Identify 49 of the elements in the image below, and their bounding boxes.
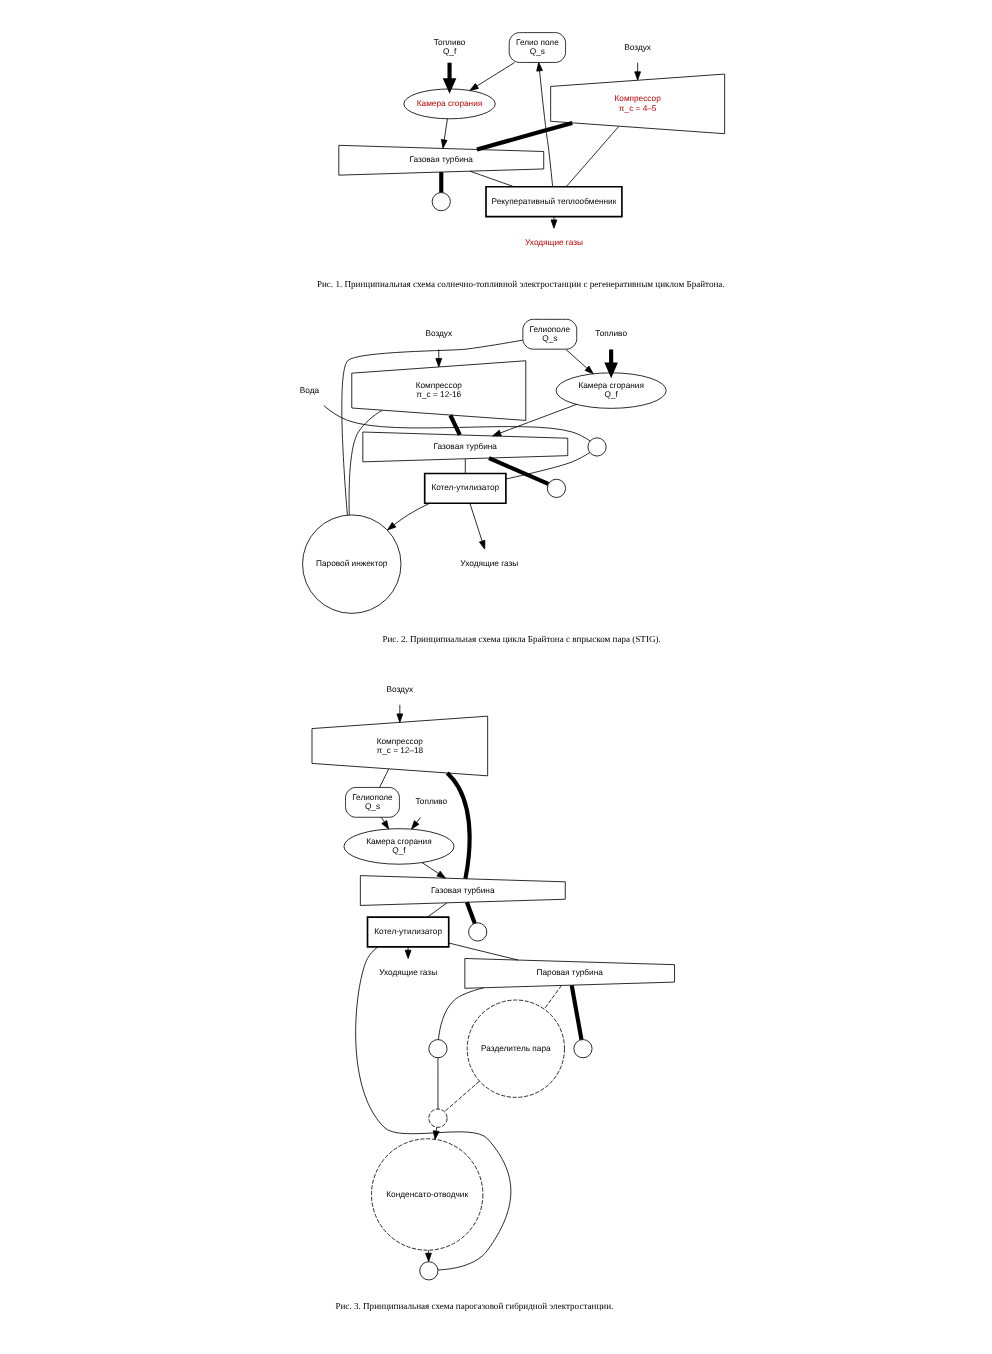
connector	[463, 458, 465, 474]
node-circle	[427, 1108, 447, 1128]
connector	[568, 985, 583, 1040]
arrow	[434, 349, 442, 368]
connector	[443, 1080, 479, 1112]
arrow	[603, 349, 617, 379]
connector	[542, 985, 561, 1010]
node-circle	[430, 192, 450, 212]
arrow	[410, 816, 420, 830]
connector	[436, 1057, 438, 1110]
arrow	[441, 62, 456, 94]
node-circle	[427, 1039, 447, 1059]
connector	[340, 339, 523, 516]
arrow	[468, 503, 485, 550]
connector	[447, 414, 461, 436]
node-circle	[572, 1039, 592, 1059]
arrow	[420, 862, 445, 879]
connector	[504, 452, 590, 480]
connector	[565, 125, 619, 187]
node-circle	[586, 437, 606, 457]
arrow	[424, 1249, 431, 1262]
arrow	[403, 946, 411, 959]
connector	[438, 172, 443, 193]
connector	[487, 456, 549, 486]
connector	[463, 901, 476, 924]
node-circle	[467, 922, 487, 942]
connector	[347, 409, 382, 516]
arrow	[549, 216, 557, 229]
arrow	[535, 62, 553, 188]
connector	[378, 768, 389, 788]
arrow	[379, 816, 389, 830]
connector	[437, 987, 483, 1040]
connector	[475, 120, 572, 152]
connector	[354, 946, 511, 1271]
arrow	[491, 403, 576, 437]
arrow	[633, 62, 640, 81]
connector	[447, 942, 518, 961]
node-circle	[545, 478, 565, 498]
arrow	[386, 503, 429, 531]
connector	[322, 405, 590, 442]
connector	[444, 771, 471, 880]
connector	[426, 902, 447, 918]
arrow	[439, 118, 447, 149]
arrow	[564, 349, 593, 375]
connector	[468, 170, 514, 188]
arrow	[468, 62, 514, 91]
arrow	[395, 704, 403, 723]
arrow	[431, 1126, 439, 1140]
node-circle	[418, 1261, 438, 1281]
